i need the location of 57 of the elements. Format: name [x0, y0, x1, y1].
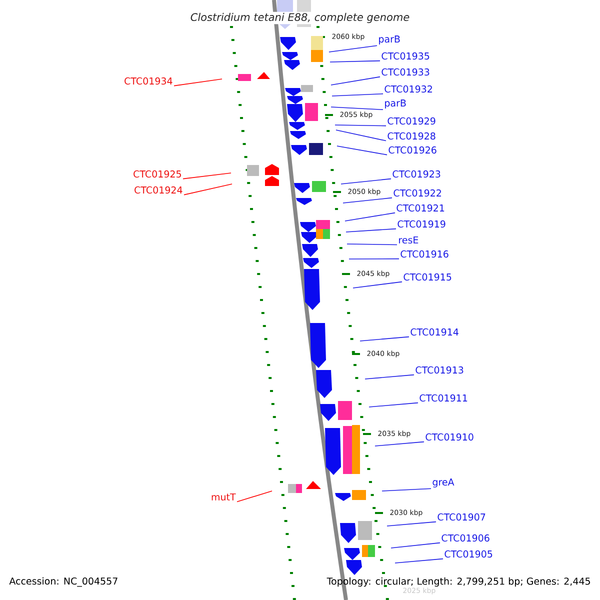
leader-line — [386, 521, 436, 526]
leader-line — [182, 172, 232, 180]
gene-label: CTC01924 — [134, 186, 182, 194]
gene-label: CTC01926 — [388, 146, 436, 154]
leader-line — [394, 558, 444, 564]
leader-line — [360, 336, 410, 342]
leader-line — [336, 146, 388, 156]
gene-label: CTC01925 — [134, 170, 181, 178]
leader-line — [330, 60, 380, 62]
gene-label: CTC01919 — [398, 220, 446, 228]
gene-label: parB — [379, 36, 400, 44]
gene-label: CTC01928 — [388, 132, 436, 140]
leader-line — [390, 542, 440, 548]
gene-label: CTC01915 — [404, 273, 452, 281]
gene-label: CTC01916 — [400, 250, 448, 258]
gene-label: CTC01907 — [438, 513, 486, 521]
gene-label: CTC01921 — [396, 204, 444, 212]
gene-label: CTC01935 — [382, 52, 430, 60]
leader-line — [342, 197, 392, 204]
gene-label: CTC01933 — [382, 68, 430, 76]
leader-line — [344, 212, 396, 222]
gene-label: CTC01914 — [410, 328, 458, 336]
leader-line — [374, 441, 424, 446]
leader-line — [340, 178, 392, 184]
gene-label: CTC01923 — [392, 170, 440, 178]
gene-label: CTC01913 — [416, 366, 464, 374]
gene-label: CTC01922 — [394, 189, 441, 197]
gene-label: CTC01932 — [384, 85, 432, 93]
gene-label: parB — [385, 100, 406, 108]
leader-line — [336, 130, 386, 142]
gene-label: CTC01929 — [388, 117, 436, 125]
leader-line — [174, 78, 222, 86]
leader-line — [382, 488, 432, 492]
gene-label: CTC01910 — [426, 433, 474, 441]
leader-line — [236, 490, 272, 502]
leader-line — [346, 228, 396, 232]
leader-line — [328, 45, 378, 52]
leader-line — [184, 184, 232, 196]
leader-line — [368, 402, 418, 408]
title: Clostridium tetani E88, complete genome — [189, 12, 411, 24]
leader-line — [348, 258, 400, 260]
leader-line — [330, 106, 384, 110]
gene-label: resE — [399, 236, 418, 244]
leader-line — [330, 76, 380, 86]
gene-label: CTC01934 — [124, 77, 172, 85]
leader-line — [346, 244, 398, 246]
leader-line — [334, 124, 386, 126]
gene-label: greA — [432, 478, 454, 488]
gene-label: CTC01906 — [442, 534, 490, 542]
leader-line — [352, 281, 402, 288]
gene-label: CTC01905 — [444, 550, 492, 558]
leader-line — [364, 374, 414, 380]
leader-line — [332, 93, 384, 96]
accession-text: Accession: NC_004557 — [9, 577, 118, 587]
gene-label: mutT — [212, 493, 236, 501]
gene-label: CTC01911 — [420, 394, 468, 402]
genome-summary-text: Topology: circular; Length: 2,799,251 bp; Genes: 2,445 — [326, 577, 590, 587]
